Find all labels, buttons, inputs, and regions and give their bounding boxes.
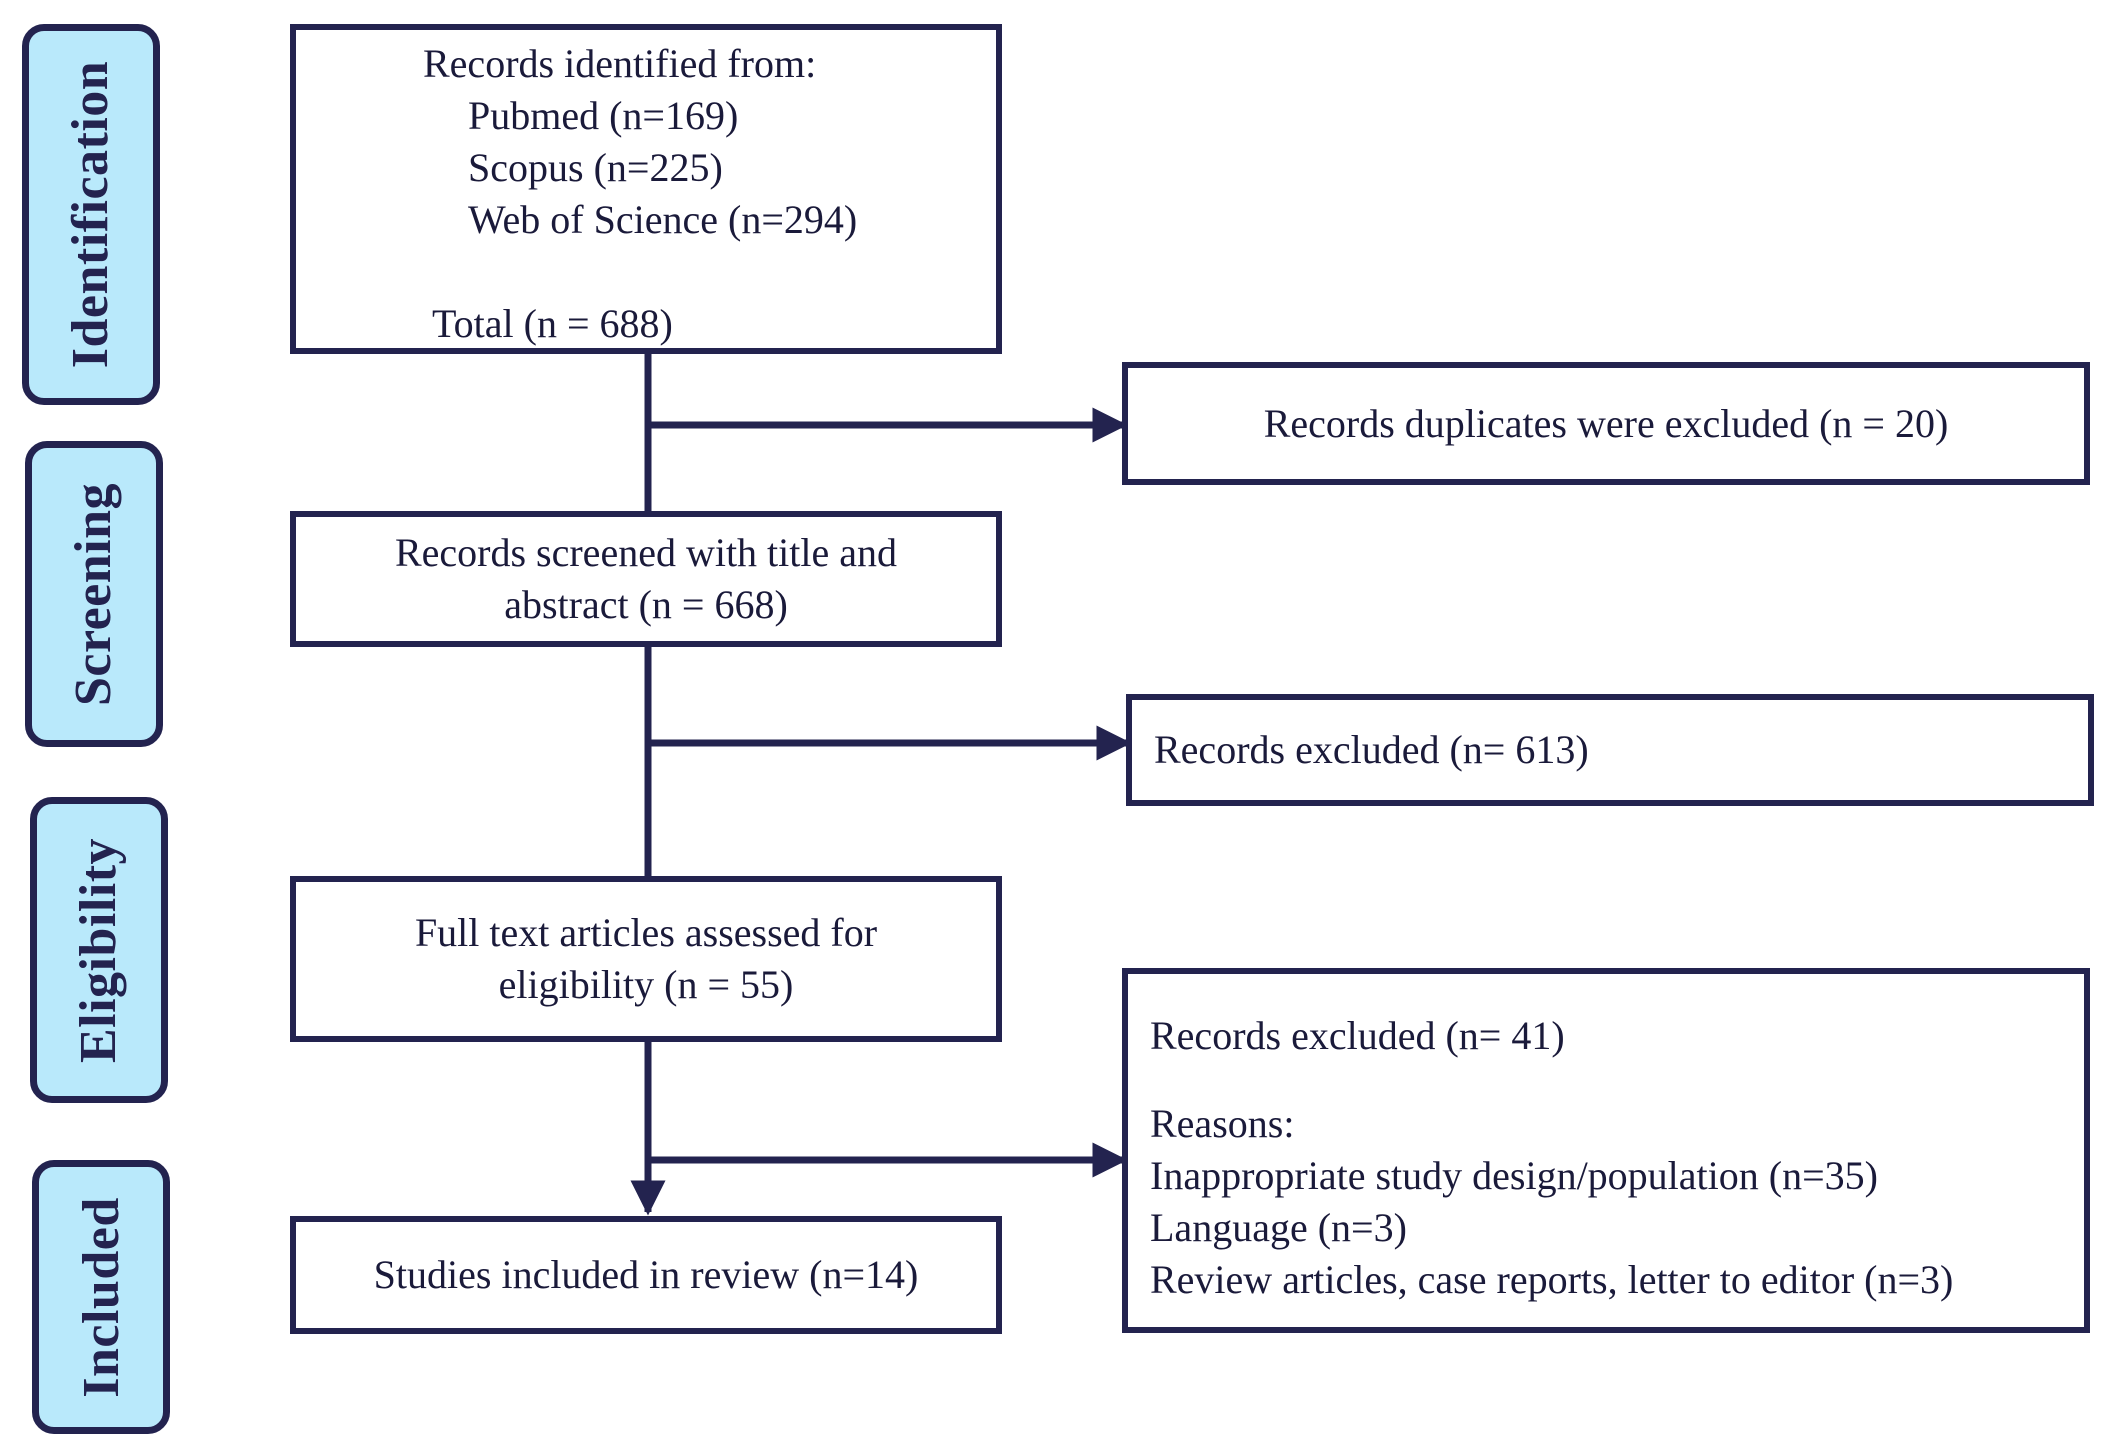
reason-study-design: Inappropriate study design/population (n…	[1150, 1153, 1878, 1198]
full-text-assessed-line-2: eligibility (n = 55)	[498, 962, 794, 1007]
records-total: Total (n = 688)	[432, 301, 673, 346]
stage-eligibility: Eligibility	[30, 797, 168, 1103]
source-web-of-science: Web of Science (n=294)	[468, 197, 858, 242]
reason-language: Language (n=3)	[1150, 1205, 1407, 1250]
eligibility-excluded-box: Records excluded (n= 41) Reasons: Inappr…	[1122, 968, 2090, 1333]
screening-excluded-box: Records excluded (n= 613)	[1126, 694, 2094, 806]
stage-label-included: Included	[72, 1196, 130, 1398]
records-identified-title: Records identified from:	[423, 41, 817, 86]
records-screened-line-1: Records screened with title and	[394, 530, 898, 575]
records-screened-line-2: abstract (n = 668)	[504, 582, 788, 627]
full-text-assessed-line-1: Full text articles assessed for	[414, 910, 878, 955]
records-identified-box: Records identified from: Pubmed (n=169) …	[290, 24, 1002, 354]
studies-included-box: Studies included in review (n=14)	[290, 1216, 1002, 1334]
screening-excluded-text: Records excluded (n= 613)	[1154, 727, 1589, 772]
source-scopus: Scopus (n=225)	[468, 145, 723, 190]
stage-label-identification: Identification	[62, 60, 120, 369]
source-pubmed: Pubmed (n=169)	[468, 93, 739, 138]
full-text-assessed-box: Full text articles assessed for eligibil…	[290, 876, 1002, 1042]
studies-included-text: Studies included in review (n=14)	[373, 1252, 919, 1297]
reason-review-articles: Review articles, case reports, letter to…	[1150, 1257, 1954, 1302]
stage-screening: Screening	[25, 441, 163, 747]
duplicates-excluded-box: Records duplicates were excluded (n = 20…	[1122, 362, 2090, 485]
reasons-title: Reasons:	[1150, 1101, 1295, 1146]
stage-label-eligibility: Eligibility	[70, 837, 128, 1063]
stage-label-screening: Screening	[65, 482, 123, 706]
stage-included: Included	[32, 1160, 170, 1434]
eligibility-excluded-heading: Records excluded (n= 41)	[1150, 1013, 1565, 1058]
stage-identification: Identification	[22, 24, 160, 405]
records-screened-box: Records screened with title and abstract…	[290, 511, 1002, 647]
duplicates-excluded-text: Records duplicates were excluded (n = 20…	[1263, 400, 1949, 446]
